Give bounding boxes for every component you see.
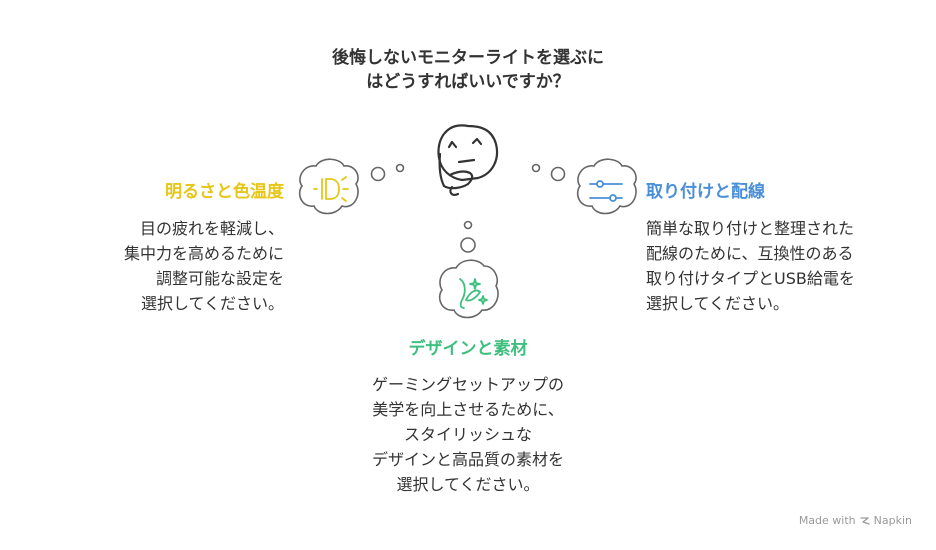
bottom-description: ゲーミングセットアップの 美学を向上させるために、 スタイリッシュな デザインと… bbox=[318, 372, 618, 497]
made-with-napkin-credit: Made with Napkin bbox=[799, 514, 912, 527]
thought-bubble-dot-left-large bbox=[370, 166, 386, 182]
left-description-line: 調整可能な設定を bbox=[155, 269, 284, 288]
left-description-line: 選択してください。 bbox=[140, 294, 284, 313]
bottom-description-line: 美学を向上させるために、 bbox=[372, 400, 564, 419]
left-cloud bbox=[298, 158, 359, 215]
sparkle-brush-icon bbox=[459, 278, 488, 309]
left-description-line: 集中力を高めるために bbox=[123, 244, 284, 263]
bottom-description-line: スタイリッシュな bbox=[403, 425, 532, 444]
thought-bubble-dot-right-small bbox=[531, 163, 541, 173]
right-cloud bbox=[576, 158, 637, 215]
bottom-description-line: 選択してください。 bbox=[396, 475, 540, 494]
left-description: 目の疲れを軽減し、 集中力を高めるために 調整可能な設定を 選択してください。 bbox=[124, 216, 284, 316]
thought-bubble-dot-right-large bbox=[550, 166, 566, 182]
right-description-line: 簡単な取り付けと整理された bbox=[646, 219, 855, 238]
right-heading: 取り付けと配線 bbox=[646, 182, 765, 202]
sliders-icon bbox=[589, 180, 623, 202]
bottom-description-line: ゲーミングセットアップの bbox=[371, 375, 564, 394]
napkin-brand-label: Napkin bbox=[873, 514, 912, 527]
sun-bulb-icon bbox=[313, 176, 349, 202]
left-heading: 明るさと色温度 bbox=[165, 182, 284, 202]
question-title: 後悔しないモニターライトを選ぶに はどうすればいいですか？ bbox=[268, 46, 668, 94]
thought-bubble-dot-left-small bbox=[395, 163, 405, 173]
right-description: 簡単な取り付けと整理された 配線のために、互換性のある 取り付けタイプとUSB給… bbox=[646, 216, 855, 316]
thought-bubble-dot-bottom-large bbox=[460, 237, 476, 253]
bottom-heading: デザインと素材 bbox=[408, 339, 528, 359]
bottom-description-line: デザインと高品質の素材を bbox=[371, 450, 564, 469]
made-with-label: Made with bbox=[798, 514, 856, 527]
bottom-cloud bbox=[438, 259, 499, 319]
question-line-1: 後悔しないモニターライトを選ぶに bbox=[332, 48, 604, 68]
left-description-line: 目の疲れを軽減し、 bbox=[139, 219, 284, 238]
question-line-2: はどうすればいいですか？ bbox=[366, 72, 570, 92]
right-description-line: 配線のために、互換性のある bbox=[646, 244, 854, 263]
right-description-line: 取り付けタイプとUSB給電を bbox=[646, 269, 855, 288]
thought-bubble-dot-bottom-small bbox=[463, 220, 473, 230]
thinking-face-icon bbox=[437, 124, 499, 196]
right-description-line: 選択してください。 bbox=[646, 294, 790, 313]
napkin-logo-icon bbox=[859, 516, 870, 525]
